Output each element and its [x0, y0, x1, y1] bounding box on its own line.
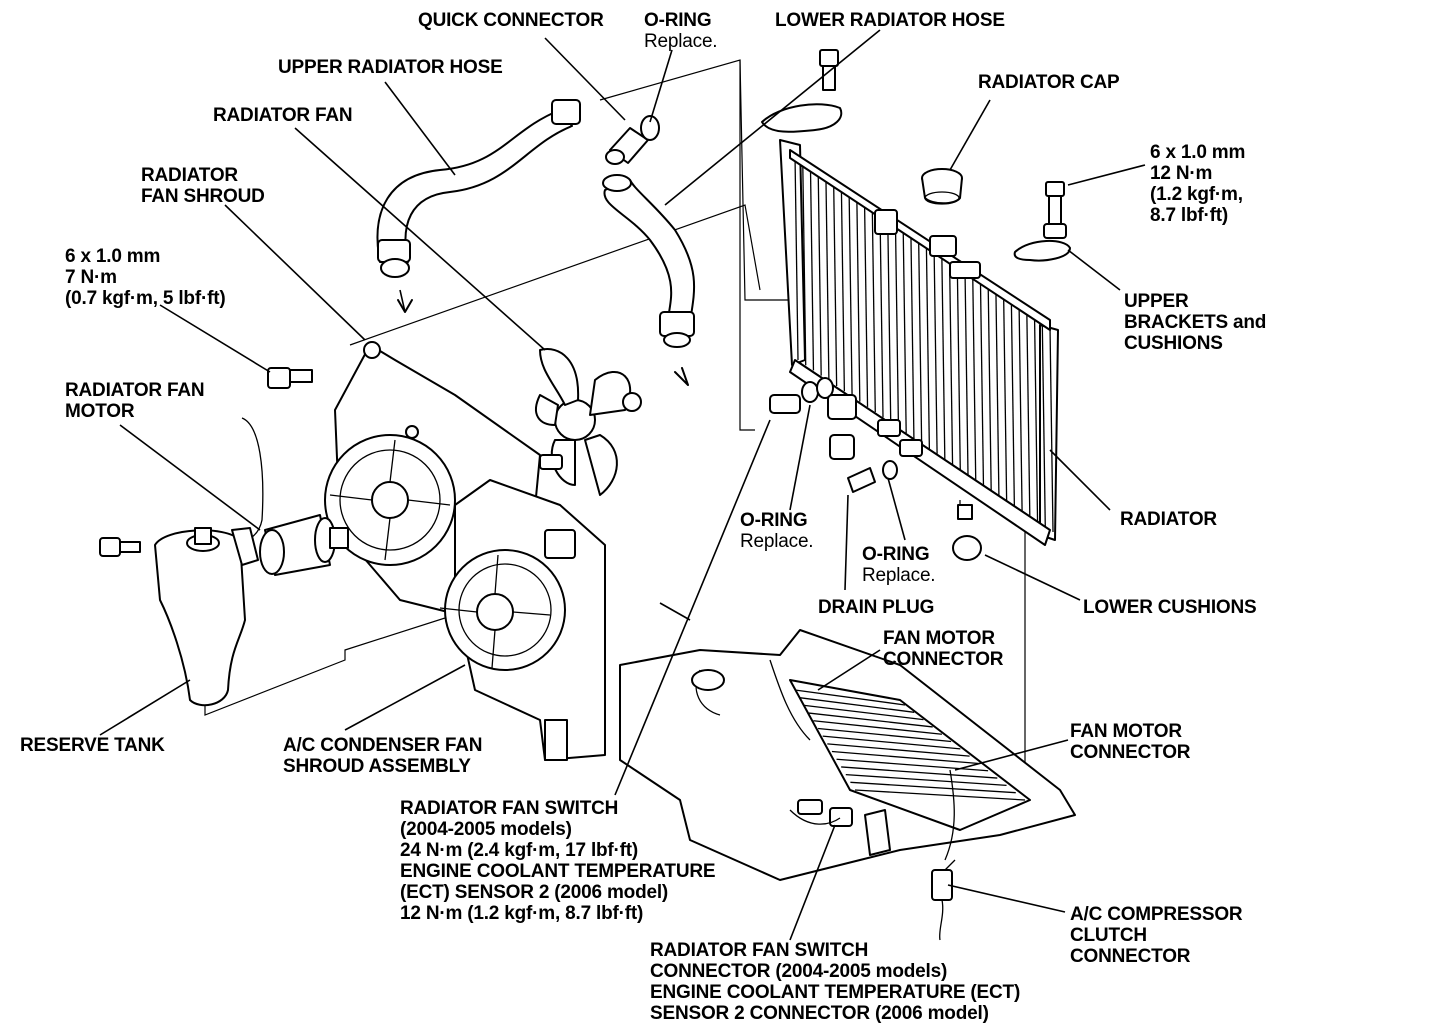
upper-brackets: [761, 49, 1071, 262]
radiator-fin: [1033, 316, 1039, 522]
radiator-fin: [1026, 311, 1031, 517]
radiator-fin: [802, 160, 807, 366]
label-lower-cushions: LOWER CUSHIONS: [1083, 597, 1257, 618]
quick-connector: [605, 115, 660, 165]
condenser-fin: [854, 789, 1026, 801]
radiator-fin: [809, 165, 815, 371]
label-quick-connector: QUICK CONNECTOR: [418, 10, 604, 31]
radiator-fin: [1018, 306, 1023, 512]
condenser-fin: [818, 727, 952, 743]
label-fan-switch-connector: RADIATOR FAN SWITCH CONNECTOR (2004-2005…: [650, 940, 1021, 1024]
radiator-fin: [863, 201, 869, 407]
radiator-fan-motor: [229, 417, 349, 576]
radiator-fin: [848, 191, 853, 397]
condenser-fin: [808, 712, 933, 728]
radiator-fin: [825, 175, 830, 381]
condenser-fin: [799, 697, 915, 713]
label-radiator: RADIATOR: [1120, 509, 1217, 530]
label-fan-motor-connector-2: FAN MOTOR CONNECTOR: [1070, 721, 1191, 763]
condenser-fin: [804, 704, 924, 721]
radiator-fin: [964, 269, 969, 475]
label-fan-motor-connector-1: FAN MOTOR CONNECTOR: [883, 628, 1004, 670]
radiator-fin: [948, 259, 954, 465]
label-drain-plug: DRAIN PLUG: [818, 597, 935, 618]
lower-radiator-hose: [602, 174, 696, 386]
label-bolt-left-spec: 6 x 1.0 mm 7 N·m (0.7 kgf·m, 5 lbf·ft): [65, 246, 226, 309]
radiator-fin: [941, 254, 946, 460]
label-reserve-tank: RESERVE TANK: [20, 735, 165, 756]
reserve-tank: [99, 527, 259, 707]
label-oring-low: O-RING Replace.: [862, 544, 936, 586]
radiator: [779, 139, 1059, 546]
condenser-fin: [827, 743, 970, 757]
radiator-fan: [535, 348, 642, 496]
condenser-fin: [794, 689, 906, 706]
radiator-fin: [871, 207, 876, 413]
condenser-area: [619, 629, 1076, 941]
label-radiator-fan-shroud: RADIATOR FAN SHROUD: [141, 165, 265, 207]
radiator-fin: [832, 181, 838, 387]
radiator-fin: [925, 243, 931, 449]
leader-lines: [99, 29, 1146, 941]
radiator-fin: [840, 186, 846, 392]
upper-radiator-hose: [376, 99, 581, 313]
label-upper-radiator-hose: UPPER RADIATOR HOSE: [278, 57, 503, 78]
condenser-fin: [831, 750, 979, 765]
label-upper-brackets: UPPER BRACKETS and CUSHIONS: [1124, 291, 1267, 354]
radiator-fin: [894, 222, 900, 428]
radiator-fin: [910, 233, 915, 439]
label-lower-radiator-hose: LOWER RADIATOR HOSE: [775, 10, 1005, 31]
label-oring-top: O-RING Replace.: [644, 10, 718, 52]
radiator-fin: [1041, 321, 1046, 527]
label-bolt-right-spec: 6 x 1.0 mm 12 N·m (1.2 kgf·m, 8.7 lbf·ft…: [1150, 142, 1246, 226]
condenser-fin: [813, 720, 942, 735]
radiator-fin: [794, 154, 799, 361]
label-oring-mid: O-RING Replace.: [740, 510, 814, 552]
label-ac-condenser-fan-shroud: A/C CONDENSER FAN SHROUD ASSEMBLY: [283, 735, 483, 777]
radiator-fin: [1002, 295, 1008, 501]
radiator-fin: [979, 280, 985, 486]
label-ac-compressor-clutch: A/C COMPRESSOR CLUTCH CONNECTOR: [1070, 904, 1243, 967]
radiator-fin: [917, 238, 923, 444]
label-radiator-fan-motor: RADIATOR FAN MOTOR: [65, 380, 205, 422]
radiator-fin: [987, 285, 992, 491]
label-radiator-fan: RADIATOR FAN: [213, 105, 353, 126]
radiator-fin: [902, 227, 907, 433]
radiator-fin: [956, 264, 961, 470]
radiator-cap: [921, 168, 963, 205]
condenser-fin: [841, 766, 998, 779]
radiator-fin: [995, 290, 1000, 496]
radiator-fin: [1049, 326, 1054, 533]
radiator-fin: [972, 274, 977, 480]
ac-condenser-fan-shroud: [439, 479, 606, 761]
radiator-fin: [1010, 300, 1016, 506]
condenser-fin: [845, 773, 1007, 787]
condenser-fin: [822, 735, 961, 750]
label-radiator-fan-switch: RADIATOR FAN SWITCH (2004-2005 models) 2…: [400, 798, 716, 924]
radiator-fin: [879, 212, 884, 418]
radiator-fin: [856, 196, 861, 402]
shroud-bolt: [267, 367, 313, 389]
radiator-fin: [887, 217, 892, 423]
label-radiator-cap: RADIATOR CAP: [978, 72, 1120, 93]
condenser-fin: [850, 781, 1016, 794]
drain-plug-assembly: [769, 377, 982, 561]
condenser-fin: [836, 758, 989, 772]
radiator-fin: [817, 170, 822, 376]
radiator-fin: [933, 248, 938, 454]
